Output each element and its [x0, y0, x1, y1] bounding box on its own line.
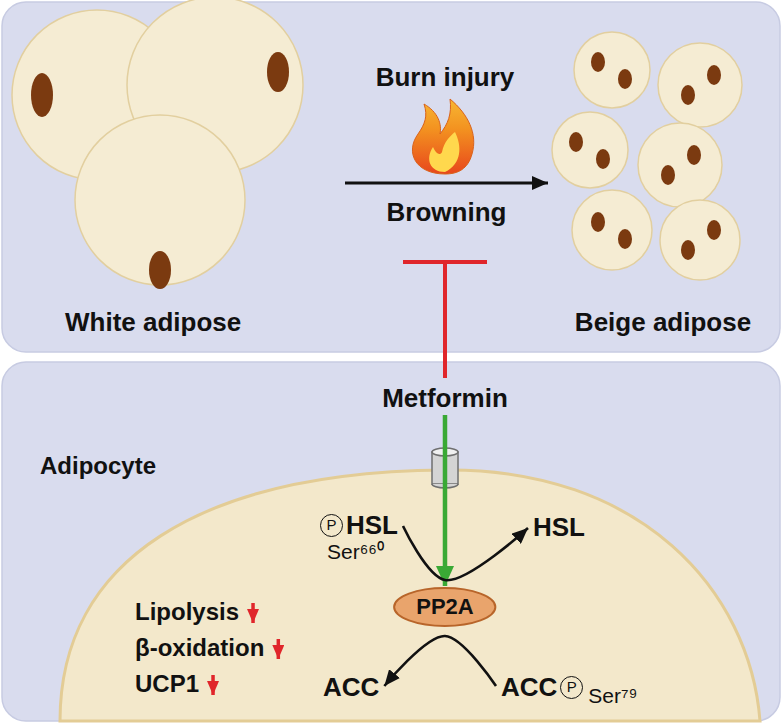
white-adipose-group: White adipose — [5, 5, 345, 345]
effect-label: UCP1 — [135, 670, 199, 698]
dephosphorylation-arrow — [384, 636, 496, 686]
inhibition-bar-stem — [443, 262, 447, 378]
enzyme-oval: PP2A — [392, 586, 497, 628]
condition-label: Burn injury — [376, 62, 515, 92]
protein-label: ACC — [318, 670, 384, 704]
residue-label: Ser⁶⁶⁰ — [327, 540, 398, 564]
cell-membrane — [60, 470, 760, 721]
decrease-arrow — [277, 639, 281, 659]
cell-type-label: Beige adipose — [575, 307, 751, 337]
flame-inner — [429, 132, 459, 172]
nucleus — [661, 165, 675, 185]
residue-label: Ser⁷⁹ — [588, 684, 637, 708]
phospho-protein: ACCPSer⁷⁹ — [496, 670, 643, 710]
effect-label: Lipolysis — [135, 598, 239, 626]
drug-name: Metformin — [382, 383, 508, 413]
beige-adipocyte — [638, 123, 722, 207]
beige-adipose-group: Beige adipose — [548, 5, 778, 345]
phospho-protein: PHSLSer⁶⁶⁰ — [312, 508, 403, 566]
enzyme-outline — [394, 588, 495, 626]
effect-label-box: UCP1 — [135, 670, 199, 698]
decrease-arrow — [251, 603, 255, 623]
nucleus — [591, 212, 605, 232]
inhibition-bar — [403, 262, 487, 378]
beige-adipocyte — [660, 200, 740, 280]
nucleus — [681, 85, 695, 105]
flame-icon — [412, 99, 473, 174]
nucleus — [618, 229, 632, 249]
white-adipocytes — [12, 0, 303, 289]
protein-name: HSL — [346, 510, 398, 540]
protein-name: ACC — [323, 672, 379, 702]
beige-adipocyte — [552, 112, 628, 188]
nucleus — [707, 65, 721, 85]
process-arrow — [345, 182, 548, 185]
dephosphorylation-arrow — [403, 526, 528, 580]
nucleus — [569, 132, 583, 152]
protein-name: ACC — [501, 672, 557, 702]
cell-type-label: White adipose — [65, 307, 241, 337]
protein-label: HSL — [528, 510, 590, 544]
condition-label-box: Burn injury — [376, 62, 515, 92]
adipocyte-illustration — [60, 448, 760, 721]
nucleus — [681, 240, 695, 260]
enzyme-name: PP2A — [416, 595, 473, 619]
beige-adipocyte — [658, 43, 742, 127]
nucleus — [149, 251, 171, 289]
protein-name: HSL — [533, 512, 585, 542]
effect-label: β-oxidation — [135, 634, 264, 662]
beige-adipocyte — [572, 190, 652, 270]
phospho-mark: P — [320, 514, 343, 537]
flame-outer — [412, 99, 473, 174]
white-shape — [5, 5, 345, 345]
nucleus — [596, 149, 610, 169]
nucleus — [267, 52, 289, 92]
drug-label: Metformin — [377, 381, 513, 415]
effect-label-box: β-oxidation — [135, 634, 264, 662]
decrease-arrow — [211, 675, 215, 695]
top-panel — [2, 2, 780, 352]
nucleus — [687, 145, 701, 165]
bottom-panel — [2, 362, 780, 721]
nucleus — [707, 220, 721, 240]
nucleus — [31, 73, 53, 117]
nucleus — [618, 69, 632, 89]
effect-label-box: Lipolysis — [135, 598, 239, 626]
beige-shape — [548, 5, 778, 345]
edge-label: Browning — [387, 197, 507, 227]
phospho-mark: P — [560, 676, 583, 699]
uptake-arrow — [443, 415, 448, 586]
beige-adipocytes — [552, 32, 742, 280]
beige-adipocyte — [574, 32, 650, 108]
cell-label: Adipocyte — [40, 452, 156, 480]
nucleus — [591, 52, 605, 72]
edge-label-box: Browning — [387, 197, 507, 227]
